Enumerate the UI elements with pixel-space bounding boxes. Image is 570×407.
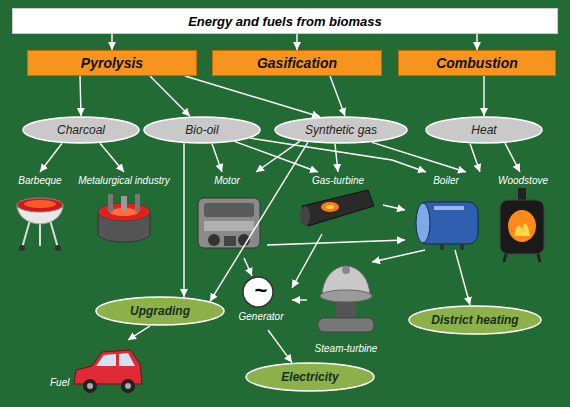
process-box: Combustion xyxy=(398,50,556,76)
node-label: Barbeque xyxy=(5,172,75,186)
flow-arrow xyxy=(483,76,484,116)
flow-arrow xyxy=(244,258,252,276)
process-box: Gasification xyxy=(212,50,382,76)
node-label: Pyrolysis xyxy=(81,55,143,71)
flow-arrow xyxy=(330,76,345,116)
flow-arrow xyxy=(372,250,425,262)
process-box: Pyrolysis xyxy=(27,50,197,76)
application-node: Woodstove xyxy=(487,172,559,264)
application-node: Metalurgical industry xyxy=(67,172,181,246)
node-label: Gas-turbine xyxy=(293,172,383,186)
node-label: Motor xyxy=(187,172,267,186)
flow-arrow xyxy=(212,144,222,172)
application-node: Gas-turbine xyxy=(293,172,383,234)
flow-arrow xyxy=(267,240,405,245)
node-label: Metalurgical industry xyxy=(67,172,181,186)
node-label: Electricity xyxy=(281,370,338,384)
steam-turbine-picture xyxy=(318,266,374,332)
node-label: Synthetic gas xyxy=(305,123,377,137)
output-ellipse: District heating xyxy=(408,305,542,335)
node-label: Woodstove xyxy=(487,172,559,186)
output-ellipse: Upgrading xyxy=(95,296,225,326)
node-label: Heat xyxy=(471,123,496,137)
node-label: Energy and fuels from biomass xyxy=(188,14,382,29)
car-picture xyxy=(74,350,142,393)
node-label: Upgrading xyxy=(130,304,190,318)
steam-turbine-node: Steam-turbine xyxy=(307,262,385,358)
node-label: District heating xyxy=(431,313,518,327)
application-node: Motor xyxy=(187,172,267,258)
product-ellipse: Bio-oil xyxy=(143,116,261,144)
title-box: Energy and fuels from biomass xyxy=(12,8,558,34)
furnace-picture xyxy=(98,194,150,242)
gas-turbine-picture xyxy=(300,190,374,226)
node-label: Combustion xyxy=(436,55,518,71)
generator-symbol: ~ xyxy=(230,276,292,308)
node-label: Charcoal xyxy=(57,123,105,137)
flow-arrow xyxy=(455,250,470,305)
flow-arrow xyxy=(40,143,62,172)
flow-arrow xyxy=(128,326,150,340)
flow-arrow xyxy=(150,76,190,116)
flow-arrow xyxy=(383,205,405,210)
flow-arrow xyxy=(256,141,300,172)
node-label: Gasification xyxy=(257,55,337,71)
node-label: Steam-turbine xyxy=(307,343,385,354)
woodstove-picture xyxy=(500,188,544,262)
application-node: Barbeque xyxy=(5,172,75,252)
flow-arrow xyxy=(111,34,112,50)
fuel-node: Fuel xyxy=(20,340,150,402)
flow-arrow xyxy=(185,76,320,117)
flow-arrow xyxy=(505,143,520,172)
flow-arrow xyxy=(183,143,184,297)
flow-arrow xyxy=(268,330,292,363)
flow-arrow xyxy=(470,144,480,172)
flow-arrow xyxy=(335,144,338,172)
boiler-picture xyxy=(416,202,478,250)
node-label: Fuel xyxy=(50,377,69,388)
motor-picture xyxy=(198,198,260,248)
flow-arrow xyxy=(292,299,307,300)
flow-arrow xyxy=(476,34,477,50)
flow-arrow xyxy=(296,34,297,50)
product-ellipse: Charcoal xyxy=(22,116,140,144)
grill-picture xyxy=(17,198,63,251)
flow-arrow xyxy=(80,76,81,116)
flow-arrow xyxy=(372,142,466,172)
product-ellipse: Heat xyxy=(425,116,543,144)
product-ellipse: Synthetic gas xyxy=(274,116,408,144)
application-node: Boiler xyxy=(405,172,487,250)
node-label: Boiler xyxy=(405,172,487,186)
node-label: Bio-oil xyxy=(185,123,218,137)
output-ellipse: Electricity xyxy=(245,362,375,392)
node-label: Generator xyxy=(230,311,292,322)
flow-arrow xyxy=(292,234,322,288)
flow-arrow xyxy=(100,143,124,172)
generator-node: ~ Generator xyxy=(230,276,292,330)
